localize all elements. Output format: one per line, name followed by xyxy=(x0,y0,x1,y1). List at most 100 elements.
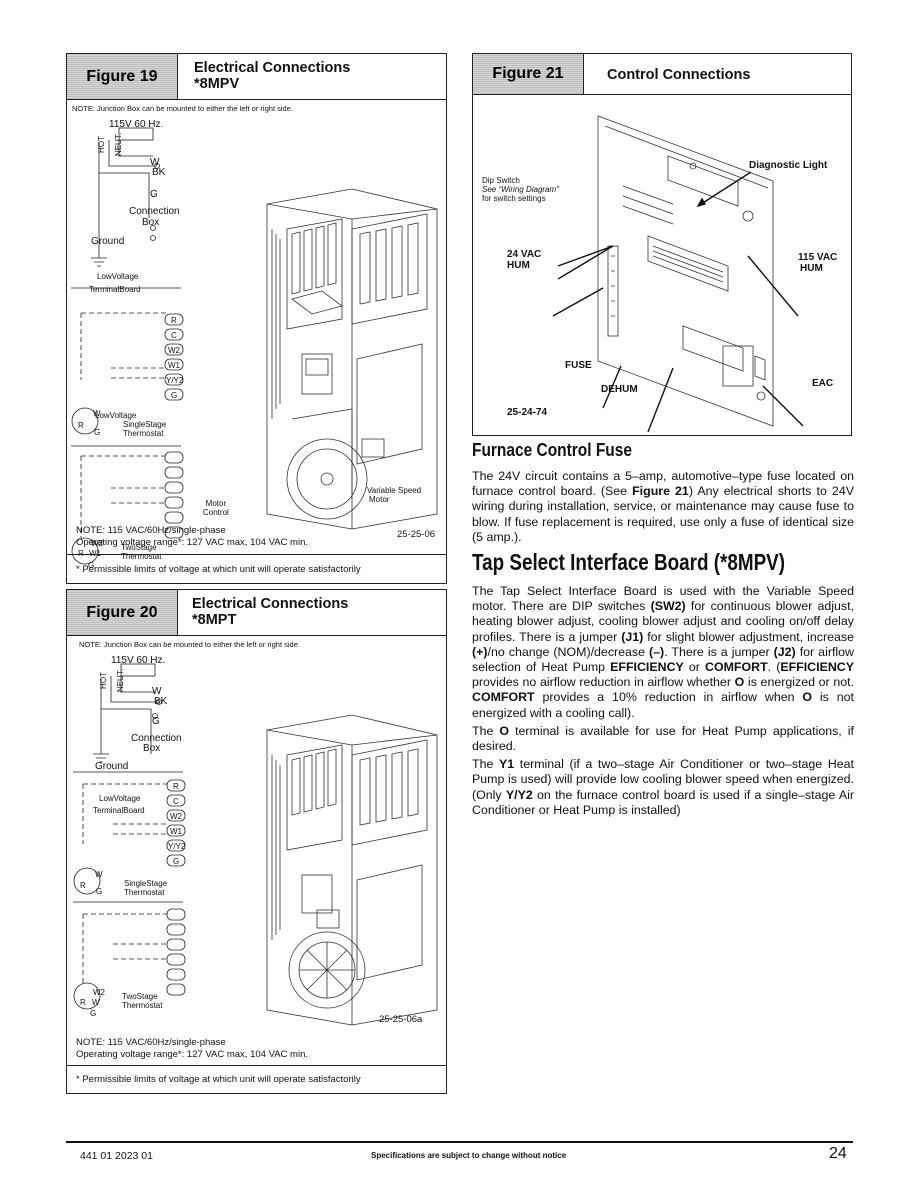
motor-control-label: Motor Control xyxy=(203,499,229,517)
figure-19-wiring-diagram xyxy=(71,127,184,565)
section-heading-tap-select: Tap Select Interface Board (*8MPV) xyxy=(472,549,786,575)
terminal-w1: W1 xyxy=(170,827,182,836)
bk-label: BK xyxy=(152,167,166,178)
single-stage-label: SingleStage xyxy=(123,420,167,429)
figure-20-tag: Figure 20 xyxy=(67,590,178,635)
eac-label: EAC xyxy=(812,378,834,389)
terminal-w2: W2 xyxy=(170,812,182,821)
figure-19-title: Electrical Connections *8MPV xyxy=(194,60,351,92)
box-label: Box xyxy=(142,217,160,228)
low-voltage-label-2: LowVoltage xyxy=(95,411,137,420)
diagnostic-light-label: Diagnostic Light xyxy=(749,160,828,171)
terminal-r: R xyxy=(173,782,179,791)
neut-label: NEUT. xyxy=(114,132,124,157)
neut-label: NEUT. xyxy=(116,668,126,693)
tstat-g: G xyxy=(94,428,101,437)
ground-label: Ground xyxy=(91,236,125,247)
g-label: G xyxy=(152,716,160,727)
tstat2-g: G xyxy=(90,1009,97,1018)
tstat2-g: G xyxy=(88,561,95,570)
low-voltage-label: LowVoltage xyxy=(97,272,139,281)
supply-label: 115V 60 Hz. xyxy=(109,119,164,130)
figure-20-note: NOTE: Junction Box can be mounted to eit… xyxy=(79,640,300,649)
low-voltage-label: LowVoltage xyxy=(99,794,141,803)
terminal-g: G xyxy=(171,391,178,400)
tstat-r: R xyxy=(78,421,84,430)
w-label: W xyxy=(150,157,160,168)
tstat-g: G xyxy=(96,887,103,896)
fuse-label: FUSE xyxy=(565,360,592,371)
connection-label: Connection xyxy=(129,206,180,217)
tstat2-w1: W1 xyxy=(89,549,101,558)
tstat2-r: R xyxy=(80,998,86,1007)
figure-21-code: 25-24-74 xyxy=(507,407,548,418)
figure-19-code: 25-25-06 xyxy=(397,529,436,540)
terminal-g: G xyxy=(173,857,180,866)
figure-19-header: Figure 19 Electrical Connections *8MPV xyxy=(67,54,446,100)
figure-20-voltage-note: NOTE: 115 VAC/60Hz/single-phase Operatin… xyxy=(76,1037,308,1060)
dip-switch-label: Dip Switch See “Wiring Diagram” for swit… xyxy=(482,176,559,203)
page-footer xyxy=(66,1141,853,1143)
terminal-y-y2: Y/Y2 xyxy=(168,842,186,851)
hum-24vac-label: 24 VAC HUM xyxy=(507,249,542,271)
figure-21-title: Control Connections xyxy=(607,67,751,83)
two-stage-label: TwoStage xyxy=(121,543,157,552)
bk-label: BK xyxy=(154,696,168,707)
tstat2-w: W xyxy=(92,998,100,1007)
g-label: G xyxy=(150,189,158,200)
section-heading-fuse: Furnace Control Fuse xyxy=(472,440,632,460)
figure-20-title: Electrical Connections *8MPT xyxy=(192,596,349,628)
furnace-illustration-8mpt xyxy=(266,714,438,1026)
furnace-illustration-8mpv xyxy=(266,188,438,530)
figure-20-header: Figure 20 Electrical Connections *8MPT xyxy=(67,590,446,636)
figure-20: Figure 20 Electrical Connections *8MPT N… xyxy=(66,589,447,1094)
control-board-illustration xyxy=(552,115,804,433)
figure-21-header: Figure 21 Control Connections xyxy=(473,54,851,95)
thermostat-label: Thermostat xyxy=(123,429,164,438)
connection-label: Connection xyxy=(131,733,182,744)
terminal-y-y2: Y/Y2 xyxy=(166,376,184,385)
section-tap-select-body: The Tap Select Interface Board is used w… xyxy=(472,584,855,817)
ground-label: Ground xyxy=(95,761,129,772)
tstat2-w2: W2 xyxy=(93,988,105,997)
variable-speed-motor-label: Variable Speed Motor xyxy=(367,486,422,504)
figure-19-voltage-note: NOTE: 115 VAC/60Hz/single-phase Operatin… xyxy=(76,525,308,548)
two-stage-thermostat-label: Thermostat xyxy=(121,552,162,561)
figure-20-wiring-diagram xyxy=(73,663,186,1010)
w-label: W xyxy=(152,686,162,697)
tstat-w: W xyxy=(93,409,101,418)
box-label: Box xyxy=(143,743,161,754)
figure-19: Figure 19 Electrical Connections *8MPV N… xyxy=(66,53,447,584)
figure-20-code: 25-25-06a xyxy=(379,1014,423,1025)
figure-19-note: NOTE: Junction Box can be mounted to eit… xyxy=(72,104,293,113)
spec-note: Specifications are subject to change wit… xyxy=(371,1151,567,1160)
tstat-r: R xyxy=(80,881,86,890)
two-stage-label: TwoStage xyxy=(122,992,158,1001)
figure-21: Figure 21 Control Connections xyxy=(472,53,852,436)
figure-19-divider xyxy=(67,554,446,555)
terminal-c: C xyxy=(171,331,177,340)
two-stage-thermostat-label: Thermostat xyxy=(122,1001,163,1010)
terminal-board-label: TerminalBoard xyxy=(93,806,145,815)
terminal-w2: W2 xyxy=(168,346,180,355)
tstat-w: W xyxy=(95,870,103,879)
terminal-board-label: TerminalBoard xyxy=(89,285,141,294)
tstat2-w2: W2 xyxy=(91,539,103,548)
hot-label: HOT xyxy=(96,136,106,153)
tstat2-r: R xyxy=(78,549,84,558)
terminal-c: C xyxy=(173,797,179,806)
figure-20-divider xyxy=(67,1065,446,1066)
doc-number: 441 01 2023 01 xyxy=(80,1150,153,1162)
figure-21-tag: Figure 21 xyxy=(473,54,584,94)
figure-20-permissible: * Permissible limits of voltage at which… xyxy=(76,1074,361,1085)
thermostat-label: Thermostat xyxy=(124,888,165,897)
page-number: 24 xyxy=(829,1145,847,1162)
terminal-r: R xyxy=(171,316,177,325)
supply-label: 115V 60 Hz. xyxy=(111,655,166,666)
figure-19-tag: Figure 19 xyxy=(67,54,178,99)
hum-115vac-label: 115 VAC HUM xyxy=(798,252,838,274)
hot-label: HOT xyxy=(98,672,108,689)
figure-19-permissible: * Permissible limits of voltage at which… xyxy=(76,564,361,575)
dehum-label: DEHUM xyxy=(601,384,638,395)
terminal-w1: W1 xyxy=(168,361,180,370)
